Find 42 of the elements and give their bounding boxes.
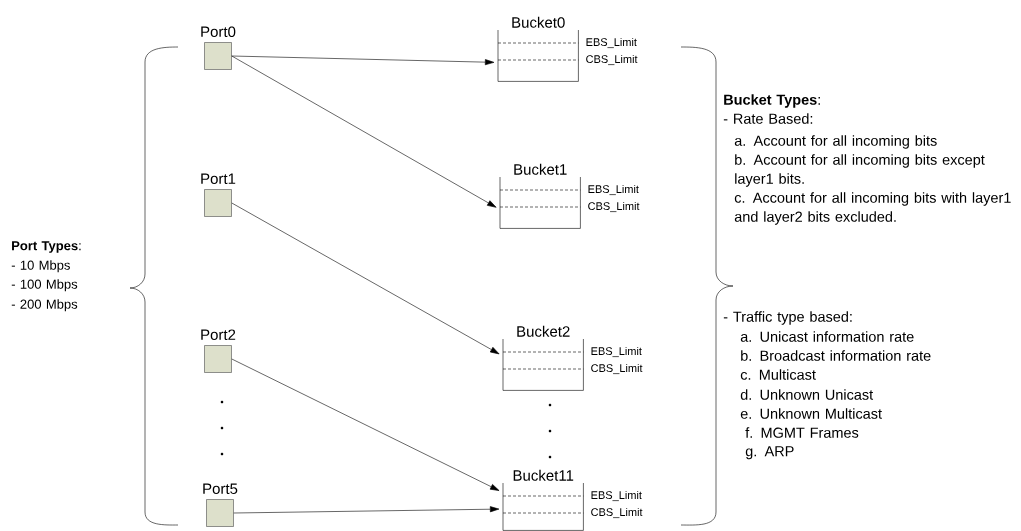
list-text: d. Unknown Unicast [740,389,874,400]
node-label: Port2 [201,329,236,340]
bucket-drawing: Bucket11 [502,469,584,531]
port-square: Port5 [203,483,238,527]
arrow [231,202,500,355]
port-square: Port2 [201,329,236,373]
list-text: a. Unicast information rate [740,331,914,342]
arrow [233,506,500,514]
node-label: Port0 [201,26,236,37]
list-text: a. Account for all incoming bits [734,135,937,149]
bucket-drawing: Bucket1 [499,163,581,229]
limit-label: CBS_Limit [586,54,638,66]
list-text: Bucket Types: [724,94,820,108]
list-text: c. Multicast [740,369,816,380]
list-text: g. ARP [745,446,794,460]
list-text: - Traffic type based: [723,311,852,325]
limit-label: CBS_Limit [591,507,643,519]
limit-label: EBS_Limit [591,490,642,502]
arrow [231,55,497,208]
list-text: - 200 Mbps [11,299,78,312]
list-text: - Rate Based: [723,113,813,124]
arrow [231,358,500,491]
limit-label: EBS_Limit [586,37,637,49]
bucket-drawing: Bucket0 [497,16,579,82]
list-text: - 10 Mbps [11,260,70,273]
node-label: Port1 [201,173,236,184]
bucket-drawing: Bucket2 [502,325,584,391]
limit-label: CBS_Limit [591,363,643,375]
list-text: Port Types: [12,241,81,253]
node-label: Port5 [203,483,238,494]
list-text: b. Broadcast information rate [741,350,931,361]
arrow [231,55,495,66]
list-text: c. Account for all incoming bits with layer1 and layer2 bits excluded. [734,192,1011,225]
list-text: f. MGMT Frames [745,427,859,438]
list-text: e. Unknown Multicast [740,408,882,419]
limit-label: CBS_Limit [588,201,640,213]
list-text: b. Account for all incoming bits except layer1 bits. [735,154,985,187]
limit-label: EBS_Limit [591,346,642,358]
port-square: Port0 [201,26,236,70]
port-square: Port1 [201,173,236,217]
limit-label: EBS_Limit [588,184,639,196]
list-text: - 100 Mbps [11,279,78,292]
